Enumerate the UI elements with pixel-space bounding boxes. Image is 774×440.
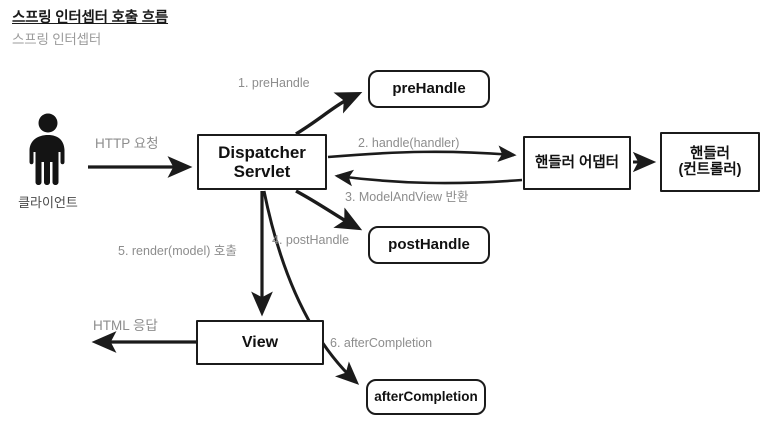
node-dispatcher-line2: Servlet — [233, 162, 291, 181]
edge-label-http-request: HTTP 요청 — [95, 136, 159, 151]
node-dispatcher-servlet[interactable]: Dispatcher Servlet — [197, 134, 327, 190]
node-view[interactable]: View — [196, 320, 324, 365]
node-aftercompletion[interactable]: afterCompletion — [366, 379, 486, 415]
edge-handle-call — [327, 145, 517, 163]
client-label: 클라이언트 — [18, 195, 78, 210]
node-handler-controller[interactable]: 핸들러 (컨트롤러) — [660, 132, 760, 192]
person-icon — [29, 113, 65, 185]
edge-prehandle-call — [295, 92, 363, 136]
page-title: 스프링 인터셉터 호출 흐름 — [12, 10, 169, 26]
edge-modelandview — [334, 169, 523, 187]
node-handler-line1: 핸들러 — [689, 145, 731, 162]
edge-label-html-response: HTML 응답 — [93, 318, 158, 333]
node-handler-adapter[interactable]: 핸들러 어댑터 — [523, 136, 631, 190]
edge-aftercompletion-call — [262, 190, 360, 385]
node-prehandle[interactable]: preHandle — [368, 70, 490, 108]
edge-label-handle: 2. handle(handler) — [358, 136, 460, 150]
edge-label-modelandview: 3. ModelAndView 반환 — [345, 190, 469, 204]
edge-posthandle-call — [295, 189, 363, 231]
edge-label-posthandle: 4. postHandle — [272, 233, 350, 247]
edge-label-aftercompletion: 6. afterCompletion — [330, 336, 433, 350]
node-dispatcher-line1: Dispatcher — [218, 142, 306, 162]
node-handler-line2: (컨트롤러) — [678, 162, 742, 178]
edge-label-render: 5. render(model) 호출 — [118, 244, 237, 258]
page-subtitle: 스프링 인터셉터 — [12, 32, 102, 47]
node-posthandle[interactable]: postHandle — [368, 226, 490, 264]
edge-label-prehandle: 1. preHandle — [238, 76, 310, 90]
